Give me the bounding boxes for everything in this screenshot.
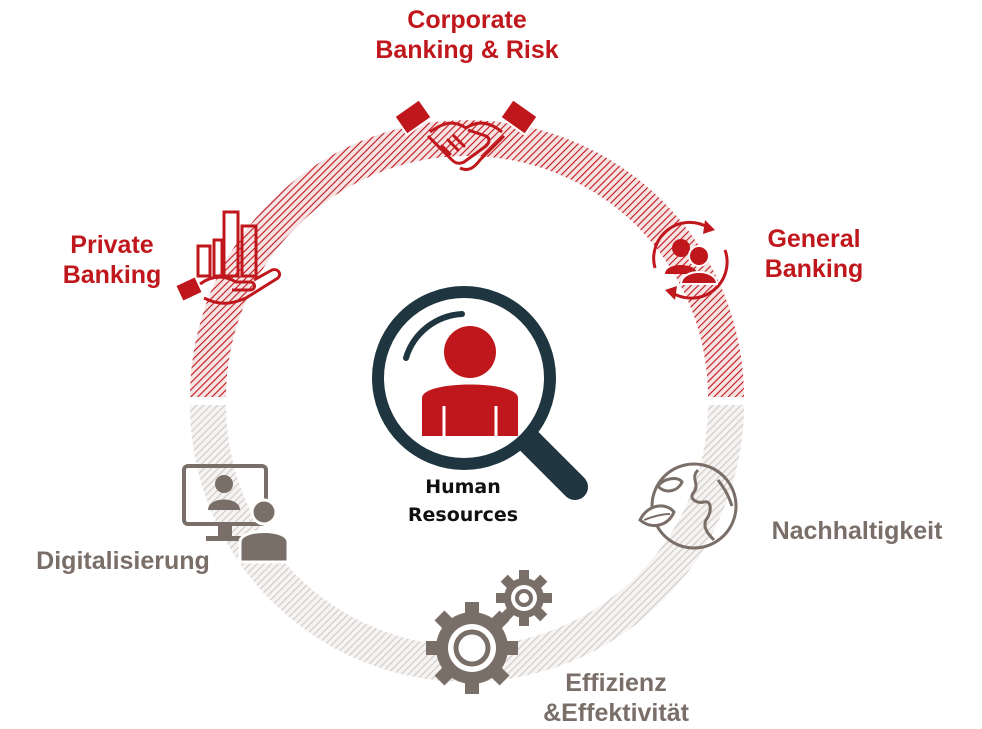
globe-leaf-icon (638, 462, 738, 550)
center-label-line2: Resources (407, 504, 519, 526)
hand-chart-icon (173, 210, 282, 305)
label-general-banking: General Banking (764, 225, 864, 283)
magnifier-person-icon (372, 286, 588, 500)
handshake-icon (394, 97, 539, 172)
people-cycle-icon (652, 220, 729, 300)
ring-top-segment (190, 120, 744, 397)
label-private-banking: Private Banking (62, 231, 162, 289)
label-nachhaltigkeit: Nachhaltigkeit (771, 517, 943, 545)
video-meeting-icon (182, 464, 290, 564)
label-effizienz-effektivitaet: Effizienz &Effektivität (543, 669, 689, 727)
center-label-line1: Human (425, 476, 501, 498)
label-digitalisierung: Digitalisierung (36, 547, 210, 575)
gears-icon (426, 570, 552, 694)
ring-bottom-segment (190, 405, 744, 682)
center-label: Human Resources (395, 473, 531, 529)
label-corporate-banking-risk: Corporate Banking & Risk (375, 6, 559, 64)
